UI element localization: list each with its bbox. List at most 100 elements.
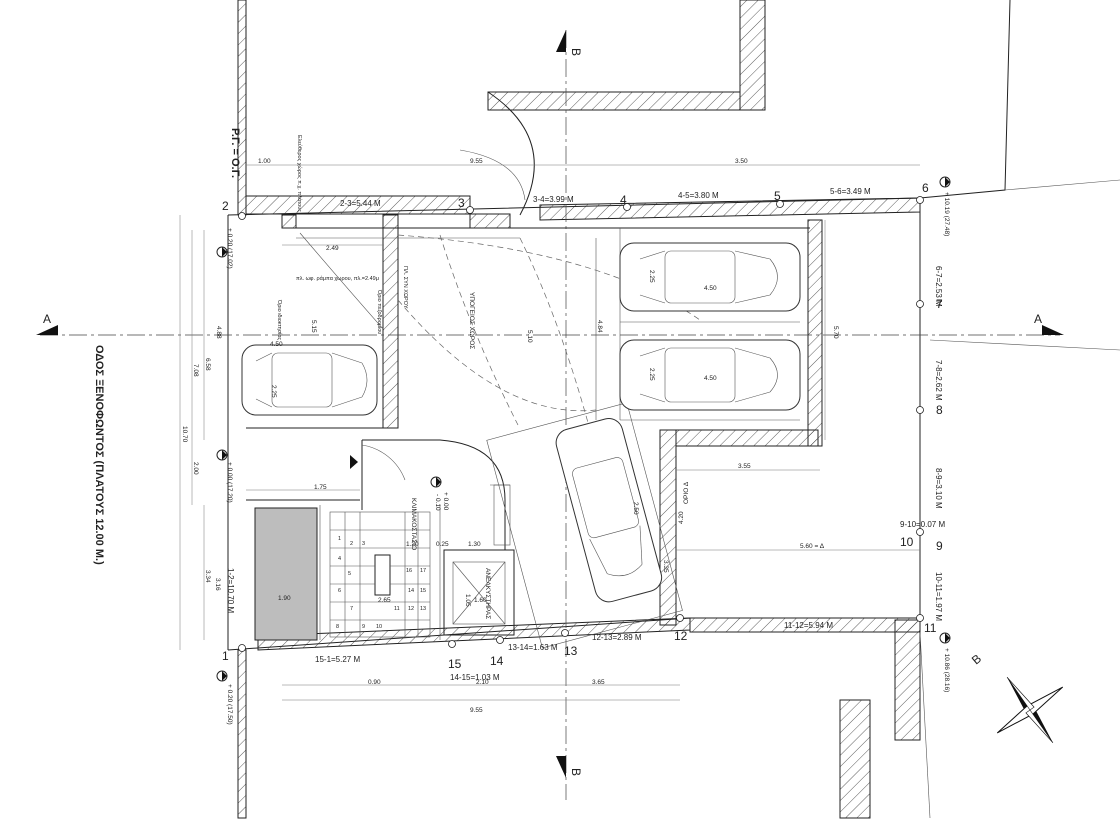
note-text: Όριο πεζοδρομίου — [376, 289, 382, 334]
dim-label: 4.50 — [704, 285, 717, 292]
segment-label: 13-14=1.63 Μ — [508, 643, 558, 652]
dim-label: 1.30 — [468, 541, 481, 548]
level-label: + 0.20 (17.02) — [226, 228, 233, 269]
dim-label: 0.90 — [368, 679, 381, 686]
level-label: + 0.00 — [442, 492, 449, 511]
stair-number: 13 — [420, 606, 426, 612]
dim-label: 2.00 — [192, 462, 199, 475]
segment-label: 15-1=5.27 Μ — [315, 655, 360, 664]
point-label: 13 — [564, 644, 578, 658]
dim-label: 4.84 — [596, 320, 603, 333]
dim-label: 5.70 — [832, 326, 839, 339]
level-arrow-icon — [350, 455, 358, 469]
segment-label: 10-11=1.97 Μ — [934, 572, 943, 621]
section-a-right-marker — [1042, 325, 1064, 335]
point-label: 8 — [936, 403, 943, 417]
stair-number: 4 — [338, 556, 341, 562]
segment-label: 14-15=1.03 Μ — [450, 673, 500, 682]
dim-label: 9.55 — [470, 707, 483, 714]
car-mid-right — [619, 339, 801, 411]
dim-label: 4.20 — [678, 511, 685, 524]
level-label: + 10.19 (27.48) — [943, 192, 950, 236]
room-label-limit: ΟΡΙΟ Δ — [683, 481, 690, 504]
segment-label: 7-8=2.62 Μ — [934, 360, 943, 401]
section-axes: A A B B — [36, 30, 1064, 800]
stair-number: 11 — [394, 606, 400, 612]
point-label: 3 — [458, 196, 465, 210]
dim-label: 5.15 — [310, 320, 317, 333]
stair-number: 1 — [338, 536, 341, 542]
stair-number: 5 — [348, 571, 351, 577]
segment-label: 2-3=5.44 Μ — [340, 199, 381, 208]
stair-number: 6 — [338, 588, 341, 594]
street-name: ΟΔΟΣ ΞΕΝΟΦΩΝΤΟΣ (ΠΛΑΤΟΥΣ 12.00 Μ.) — [93, 345, 105, 565]
dim-label: 3.50 — [735, 158, 748, 165]
stair-number: 2 — [350, 541, 353, 547]
section-a-left-label: A — [43, 312, 51, 326]
dim-label: 6.58 — [204, 358, 211, 371]
point-label: 7 — [936, 297, 943, 311]
level-label: - 0.10 — [434, 494, 441, 511]
note-text: ΠΛ. ΣΥΝ ΧΩΡΟΥ — [402, 266, 408, 309]
level-markers: + 0.20 (17.02) + 0.00 (17.20) + 0.20 (17… — [216, 176, 951, 725]
car-left — [241, 344, 378, 416]
car-top-right — [619, 242, 801, 312]
dim-label: 1.75 — [314, 484, 327, 491]
segment-label: 1-2=10.70 Μ — [226, 568, 235, 613]
section-b-bottom-marker — [556, 756, 566, 778]
segment-label: 4-5=3.80 Μ — [678, 191, 719, 200]
dim-label: 7.08 — [192, 364, 199, 377]
interior-walls — [246, 227, 810, 649]
dim-label: 3.55 — [738, 463, 751, 470]
section-b-bottom-label: B — [569, 768, 583, 776]
note-text: Όριο ιδιοκτησίας — [276, 299, 282, 341]
stairs: 1 2 3 4 5 6 7 8 9 10 11 12 13 14 15 16 1… — [329, 511, 431, 638]
stair-number: 3 — [362, 541, 365, 547]
point-label: 1 — [222, 649, 229, 663]
point-label: 14 — [490, 654, 504, 668]
neighbor-buildings — [237, 0, 921, 819]
property-boundary — [227, 0, 1120, 819]
dim-label: 2.10 — [476, 679, 489, 686]
segment-label: 12-13=2.89 Μ — [592, 633, 642, 642]
section-a-right-label: A — [1034, 312, 1042, 326]
stair-number: 10 — [376, 624, 382, 630]
room-labels: ΥΠΟΓΕΙΟΣ ΧΩΡΟΣ ΚΛΙΜΑΚΟΣΤΑΣΙΟ ΑΝΕΛΚΥΣΤΗΡΑ… — [276, 135, 690, 619]
point-label: 2 — [222, 199, 229, 213]
note-text: Ελεύθερος χώρος π.χ. πλάτους — [296, 135, 303, 212]
stair-number: 7 — [350, 606, 353, 612]
dim-label: 2.25 — [648, 270, 655, 283]
section-b-top-label: B — [569, 48, 583, 56]
segment-label: 8-9=3.10 Μ — [934, 468, 943, 509]
dim-label: 2.50 — [632, 502, 639, 515]
stair-number: 8 — [336, 624, 339, 630]
point-label: 4 — [620, 193, 627, 207]
segment-label: 11-12=5.94 Μ — [784, 621, 833, 630]
note-text: πλ. ωφ. ράμπα χωρου, πλ.=2.49μ — [296, 275, 379, 282]
section-a-left-marker — [36, 325, 58, 335]
section-b-top-marker — [556, 30, 566, 52]
point-label: 6 — [922, 181, 929, 195]
point-label: 12 — [674, 629, 688, 643]
dim-label: 9.55 — [470, 158, 483, 165]
stair-number: 9 — [362, 624, 365, 630]
dim-label: 10.70 — [181, 426, 188, 443]
dim-label: 5.60 = Δ — [800, 543, 825, 550]
dim-label: 3.65 — [592, 679, 605, 686]
car-diagonal — [555, 418, 663, 603]
compass-label: B — [969, 651, 984, 667]
stair-number: 12 — [408, 606, 414, 612]
level-label: + 0.00 (17.20) — [226, 462, 233, 503]
point-label: 15 — [448, 657, 462, 671]
level-label: + 0.20 (17.50) — [226, 684, 233, 725]
room-label-stairwell: ΚΛΙΜΑΚΟΣΤΑΣΙΟ — [410, 498, 417, 550]
dim-label: 1.60 — [474, 597, 487, 604]
dim-label: 0.25 — [436, 541, 449, 548]
dimension-lines: 1.00 9.55 3.50 9.55 3.65 2.10 0.90 10.70… — [179, 158, 920, 714]
point-label: 11 — [924, 621, 937, 635]
dim-label: 3.34 — [204, 570, 211, 583]
segment-labels: 2-3=5.44 Μ 3-4=3.99 Μ 4-5=3.80 Μ 5-6=3.4… — [226, 187, 945, 682]
stair-number: 15 — [420, 588, 426, 594]
dim-label: 2.49 — [326, 245, 339, 252]
